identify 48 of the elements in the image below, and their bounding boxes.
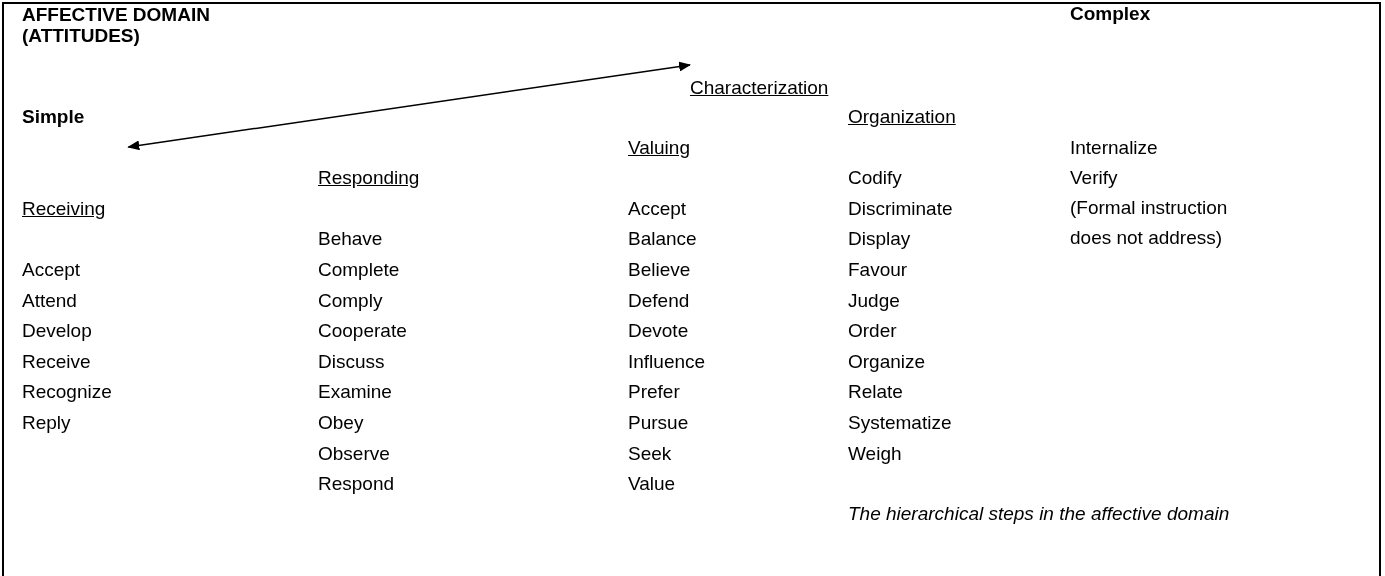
verb: Believe (628, 259, 691, 280)
verb: Defend (628, 289, 690, 311)
verb: Accept (22, 259, 81, 280)
level-heading: Characterization (690, 77, 829, 98)
verb: Display (848, 228, 911, 250)
level-heading: Valuing (628, 136, 690, 158)
verb: Behave (318, 228, 383, 250)
level-heading: Organization (848, 106, 956, 127)
verb: Prefer (628, 381, 680, 403)
verb: Pursue (628, 412, 689, 433)
endpoint-label: Simple (22, 106, 85, 127)
verb: Respond (318, 473, 395, 495)
verb: Seek (628, 442, 672, 464)
verb: Weigh (848, 442, 902, 464)
verb: Order (848, 320, 897, 342)
verb: Discuss (318, 350, 385, 372)
level-heading: Responding (318, 167, 420, 189)
double-arrow (127, 61, 691, 151)
verb: Favour (848, 259, 908, 280)
verb: Systematize (848, 412, 952, 433)
verb: Receive (22, 350, 91, 372)
verb: Balance (628, 228, 697, 250)
verb: Reply (22, 412, 71, 433)
verb: Examine (318, 381, 392, 403)
verb: Attend (22, 289, 77, 311)
verb: Organize (848, 350, 926, 372)
verb: Accept (628, 197, 687, 219)
level-heading: Receiving (22, 197, 106, 219)
verb: Obey (318, 412, 364, 433)
verb: Devote (628, 320, 689, 342)
verb: Judge (848, 289, 900, 311)
note: (Formal instruction does not address) (1070, 195, 1229, 251)
verb: Observe (318, 442, 390, 464)
verb: Internalize (1070, 136, 1158, 158)
title: AFFECTIVE DOMAIN (ATTITUDES) (22, 4, 211, 46)
endpoint-label: Complex (1070, 3, 1151, 25)
verb: Value (628, 473, 676, 495)
verb: Comply (318, 289, 383, 311)
verb: Influence (628, 350, 706, 372)
verb: Discriminate (848, 197, 953, 219)
caption: The hierarchical steps in the affective domain (848, 501, 1231, 526)
verb: Cooperate (318, 320, 407, 342)
verb: Develop (22, 320, 92, 342)
verb: Verify (1070, 167, 1118, 189)
verb: Recognize (22, 381, 112, 403)
verb: Codify (848, 167, 902, 189)
verb: Complete (318, 259, 400, 280)
verb: Relate (848, 381, 903, 403)
